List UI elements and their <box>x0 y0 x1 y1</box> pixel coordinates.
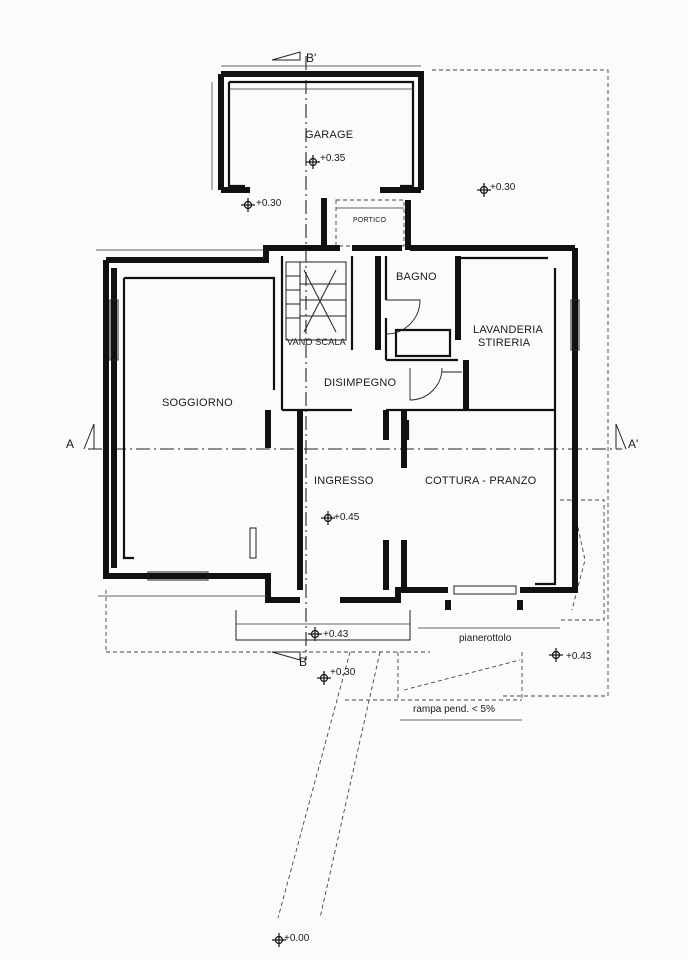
section-arrow-icon <box>271 651 301 661</box>
section-label-b-prime: B' <box>306 51 316 65</box>
elevation-label-landing: +0.43 <box>323 629 349 640</box>
room-label-ingresso: INGRESSO <box>314 475 374 487</box>
section-line-b <box>271 51 307 661</box>
elevation-marker-icon <box>317 671 331 685</box>
elevation-markers <box>241 155 563 947</box>
windows <box>109 299 580 595</box>
room-label-vano-scala: VANO SCALA <box>287 337 346 347</box>
elevation-label-street: +0.00 <box>284 933 310 944</box>
section-label-b: B <box>299 655 307 669</box>
room-label-cottura-pranzo: COTTURA - PRANZO <box>425 475 537 487</box>
elevation-marker-icon <box>241 198 255 212</box>
elevation-marker-icon <box>308 627 322 641</box>
portico <box>321 198 411 250</box>
door-swing-icon <box>385 299 462 401</box>
room-label-garage: GARAGE <box>305 129 353 141</box>
room-label-portico: PORTICO <box>353 217 387 224</box>
elevation-label-path: +0.30 <box>330 667 356 678</box>
room-label-disimpegno: DISIMPEGNO <box>324 377 397 389</box>
room-label-soggiorno: SOGGIORNO <box>162 397 233 409</box>
interior-walls <box>265 256 555 590</box>
landing <box>96 249 560 721</box>
elevation-label-portico-side: +0.30 <box>256 198 282 209</box>
section-arrow-icon <box>83 423 95 450</box>
elevation-label-garden-top: +0.30 <box>490 182 516 193</box>
elevation-marker-icon <box>549 648 563 662</box>
note-pianerottolo: pianerottolo <box>459 633 512 644</box>
room-label-lavanderia: LAVANDERIA <box>473 324 544 336</box>
section-label-a-prime: A' <box>628 437 638 451</box>
elevation-marker-icon <box>306 155 320 169</box>
section-arrow-icon <box>271 51 301 61</box>
elevation-marker-icon <box>272 933 286 947</box>
elevation-label-landing-right: +0.43 <box>566 651 592 662</box>
lot-boundary <box>105 69 609 919</box>
elevation-label-ingresso: +0.45 <box>334 512 360 523</box>
stair-icon <box>285 261 347 341</box>
elevation-marker-icon <box>321 511 335 525</box>
elevation-label-garage: +0.35 <box>320 153 346 164</box>
section-label-a: A <box>66 437 74 451</box>
house-walls <box>103 245 578 610</box>
section-line-a <box>83 423 627 450</box>
elevation-marker-icon <box>477 183 491 197</box>
room-label-bagno: BAGNO <box>396 271 437 283</box>
garage-walls <box>211 65 424 193</box>
note-rampa: rampa pend. < 5% <box>413 704 495 715</box>
room-label-stireria: STIRERIA <box>478 337 531 349</box>
section-arrow-icon <box>615 423 627 450</box>
